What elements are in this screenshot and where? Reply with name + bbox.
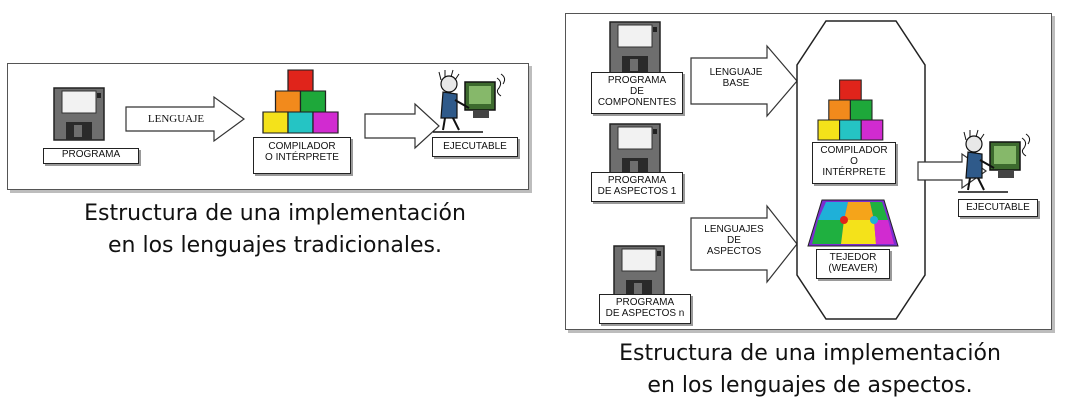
compilador-line1: COMPILADOR [820, 145, 888, 156]
traditional-caption: Estructura de una implementación en los … [15, 198, 535, 262]
programa-aspectos1-line1: PROGRAMA [607, 175, 667, 186]
programa-componentes-line1: PROGRAMA [607, 75, 667, 86]
compilador-line2: O [850, 156, 858, 167]
programa-aspectos1-line2: DE ASPECTOS 1 [597, 186, 677, 197]
programa-box: PROGRAMA [43, 148, 139, 164]
programa-aspectosn-line2: DE ASPECTOS n [605, 308, 685, 319]
traditional-caption-line2: en los lenguajes tradicionales. [107, 233, 442, 258]
tejedor-box: TEJEDOR (WEAVER) [816, 249, 890, 279]
programa-componentes-line3: COMPONENTES [597, 97, 677, 108]
compilador-box: COMPILADOR O INTÉRPRETE [253, 137, 351, 174]
traditional-diagram-panel: PROGRAMA LENGUAJE COMPILADOR O INTÉRPRET… [7, 63, 529, 190]
arrow-icon-2 [364, 102, 440, 150]
lenguaje-base-label: LENGUAJE BASE [696, 67, 776, 89]
lenguajes-aspectos-line2: DE [727, 235, 741, 246]
traditional-caption-line1: Estructura de una implementación [84, 201, 466, 226]
compilador-line1: COMPILADOR [268, 141, 336, 152]
programmer-at-computer-icon [957, 129, 1031, 193]
floppy-disk-icon [613, 245, 665, 299]
ejecutable-box: EJECUTABLE [432, 137, 518, 157]
programa-componentes-box: PROGRAMA DE COMPONENTES [591, 72, 683, 114]
lenguaje-label: LENGUAJE [147, 113, 205, 125]
lenguajes-aspectos-arrow-icon [690, 204, 798, 284]
ejecutable-box: EJECUTABLE [958, 199, 1038, 217]
programa-aspectosn-box: PROGRAMA DE ASPECTOS n [599, 294, 691, 324]
colored-blocks-icon [262, 69, 339, 134]
tejedor-line1: TEJEDOR [829, 252, 877, 263]
lenguaje-base-arrow-icon [690, 44, 798, 118]
programa-aspectosn-line1: PROGRAMA [615, 297, 675, 308]
programa-aspectos1-box: PROGRAMA DE ASPECTOS 1 [591, 172, 683, 202]
puzzle-icon [807, 199, 899, 247]
compilador-line2: O INTÉRPRETE [265, 152, 339, 163]
floppy-disk-icon [53, 87, 105, 141]
programmer-at-computer-icon [432, 69, 506, 133]
lenguajes-aspectos-line3: ASPECTOS [706, 246, 762, 257]
programa-label: PROGRAMA [61, 149, 121, 160]
arrow-icon [125, 95, 246, 143]
aspects-caption-line2: en los lenguajes de aspectos. [647, 373, 973, 398]
aspects-diagram-panel: PROGRAMA DE COMPONENTES PROGRAMA DE ASPE… [565, 13, 1052, 330]
aspects-caption-line1: Estructura de una implementación [619, 341, 1001, 366]
lenguaje-base-line1: LENGUAJE [709, 67, 763, 78]
aspects-caption: Estructura de una implementación en los … [560, 338, 1060, 402]
tejedor-line2: (WEAVER) [828, 263, 878, 274]
ejecutable-label: EJECUTABLE [966, 202, 1030, 213]
colored-blocks-icon [817, 79, 884, 141]
lenguaje-base-line2: BASE [722, 78, 750, 89]
floppy-disk-icon [609, 123, 661, 177]
programa-componentes-line2: DE [630, 86, 644, 97]
lenguajes-aspectos-line1: LENGUAJES [704, 224, 764, 235]
floppy-disk-icon [609, 21, 661, 75]
compilador-line3: INTÉRPRETE [822, 167, 886, 178]
lenguajes-aspectos-label: LENGUAJES DE ASPECTOS [698, 224, 770, 257]
compilador-box: COMPILADOR O INTÉRPRETE [812, 142, 896, 184]
ejecutable-label: EJECUTABLE [443, 141, 507, 152]
